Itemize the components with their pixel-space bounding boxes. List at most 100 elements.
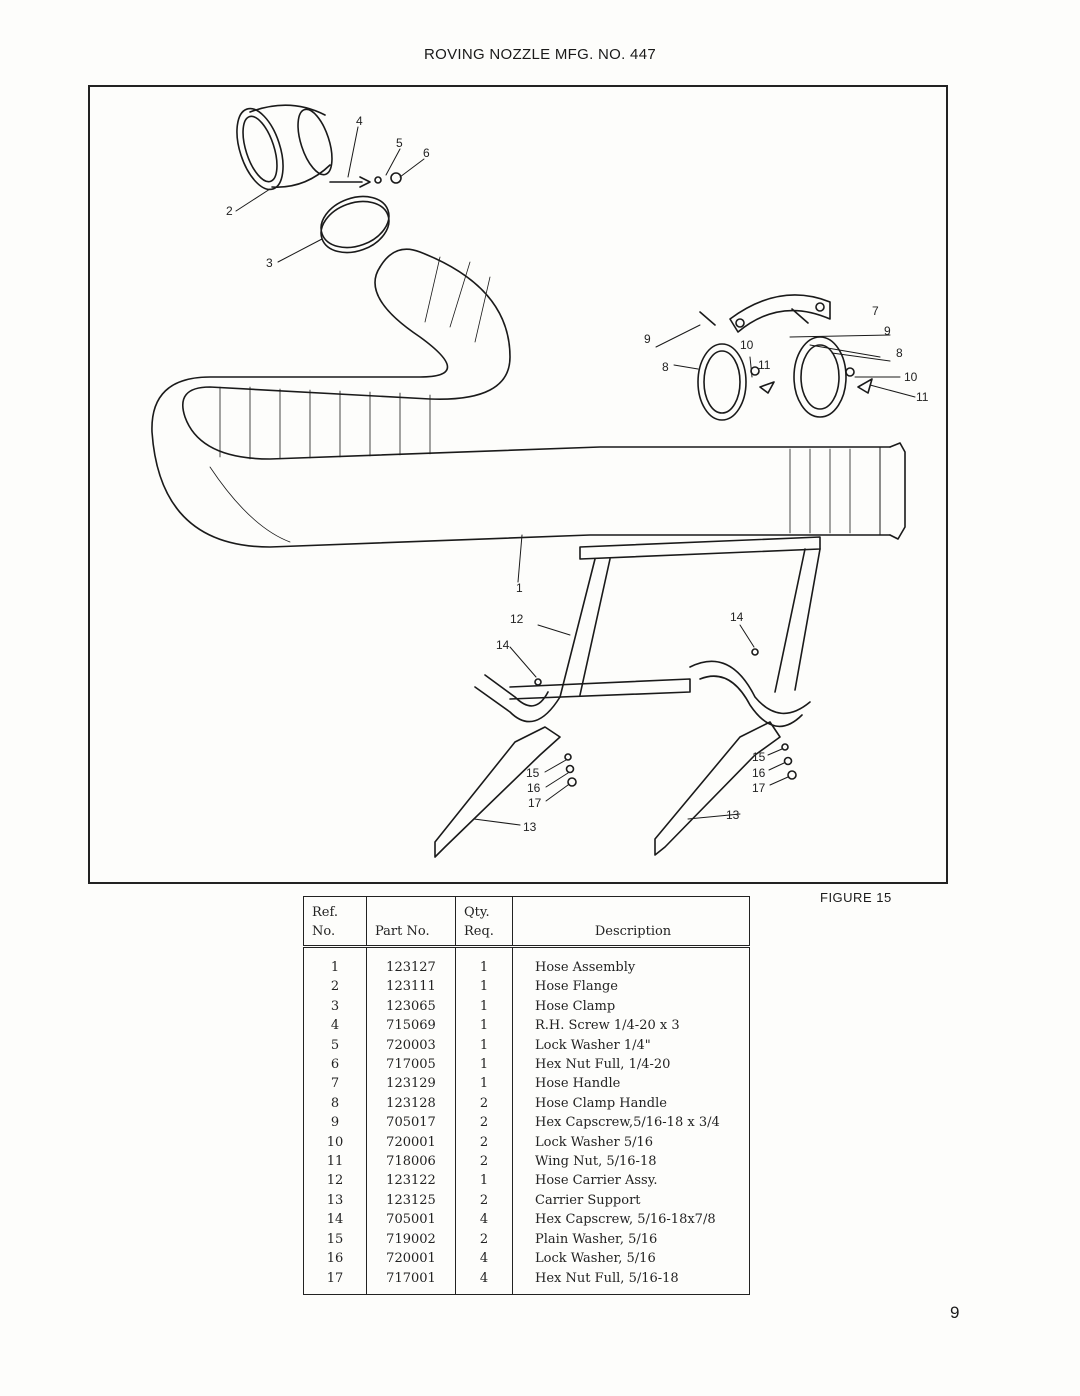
ref-cell: 9 [330, 1115, 340, 1131]
ref-cell: 14 [326, 1212, 344, 1228]
callout-16-left: 16 [527, 781, 541, 795]
qty-cell: 1 [455, 946, 513, 978]
qty-cell: 1 [455, 1035, 513, 1056]
callout-14-left: 14 [496, 638, 510, 652]
hose-clamp-drawing [320, 172, 402, 254]
callout-13-left: 13 [523, 820, 537, 834]
description-cell: Carrier Support [512, 1190, 750, 1211]
description-cell: Hose Carrier Assy. [512, 1171, 750, 1191]
qty-cell: 1 [455, 1074, 513, 1094]
ref-cell: 17 [326, 1270, 344, 1286]
callout-3: 3 [266, 256, 273, 270]
part-number-cell: 123065 [366, 996, 456, 1017]
qty-cell: 1 [455, 1055, 513, 1075]
description-cell: Wing Nut, 5/16-18 [512, 1152, 750, 1172]
callout-7: 7 [872, 304, 879, 318]
qty-cell: 2 [455, 1190, 513, 1211]
ref-cell: 15 [326, 1231, 344, 1247]
leader-lines [235, 126, 916, 826]
figure-caption: FIGURE 15 [820, 890, 892, 905]
description-cell: Hose Clamp [512, 996, 750, 1017]
qty-cell: 1 [455, 996, 513, 1017]
ref-cell: 16 [326, 1251, 344, 1267]
part-number-cell: 717005 [366, 1055, 456, 1075]
part-number-cell: 720001 [366, 1249, 456, 1269]
part-number-cell: 705017 [366, 1113, 456, 1133]
qty-cell: 2 [455, 1152, 513, 1172]
callout-11-right: 11 [916, 390, 929, 404]
qty-cell: 4 [455, 1210, 513, 1230]
header-part-no: Part No. [366, 896, 456, 948]
callout-6: 6 [423, 146, 430, 160]
description-cell: Hex Capscrew, 5/16-18x7/8 [512, 1210, 750, 1230]
page-title: ROVING NOZZLE MFG. NO. 447 [423, 46, 656, 63]
carrier-supports-drawing [434, 721, 797, 858]
part-number-cell: 123129 [366, 1074, 456, 1094]
ref-cell: 1 [330, 960, 340, 975]
hose-carrier-drawing [474, 536, 821, 728]
description-cell: Hose Clamp Handle [512, 1093, 750, 1114]
qty-cell: 4 [455, 1268, 513, 1295]
callout-5: 5 [396, 136, 403, 150]
description-cell: R.H. Screw 1/4-20 x 3 [512, 1016, 750, 1036]
description-cell: Hex Capscrew,5/16-18 x 3/4 [512, 1113, 750, 1133]
callout-2: 2 [226, 204, 233, 218]
part-number-cell: 720003 [366, 1035, 456, 1056]
hose-handle-drawing [699, 294, 831, 333]
callout-10-right: 10 [904, 370, 918, 384]
part-number-cell: 717001 [366, 1268, 456, 1295]
ref-cell: 8 [330, 1095, 340, 1111]
qty-cell: 1 [455, 1171, 513, 1191]
description-cell: Hex Nut Full, 5/16-18 [512, 1268, 750, 1295]
ref-cell: 5 [330, 1037, 340, 1053]
callout-12: 12 [510, 612, 524, 626]
callout-8-left: 8 [662, 360, 669, 374]
callout-8-right: 8 [896, 346, 903, 360]
callout-9-right: 9 [884, 324, 891, 338]
callout-16-right: 16 [752, 766, 766, 780]
callout-17-right: 17 [752, 781, 766, 795]
ref-cell: 13 [326, 1192, 344, 1208]
qty-cell: 2 [455, 1113, 513, 1133]
part-number-cell: 123128 [366, 1093, 456, 1114]
ref-cell: 6 [330, 1057, 340, 1073]
qty-cell: 4 [455, 1249, 513, 1269]
header-description: Description [512, 896, 750, 948]
qty-cell: 2 [455, 1229, 513, 1250]
description-cell: Lock Washer 5/16 [512, 1132, 750, 1153]
hose-flange-drawing [236, 104, 333, 191]
description-cell: Plain Washer, 5/16 [512, 1229, 750, 1250]
qty-cell: 1 [455, 977, 513, 997]
table-header-row: Ref.No. Part No. Qty.Req. Description [303, 896, 750, 948]
description-cell: Hose Assembly [512, 946, 750, 978]
callout-11-left: 11 [758, 358, 771, 372]
qty-cell: 2 [455, 1093, 513, 1114]
callout-4: 4 [356, 114, 363, 128]
header-ref-no: Ref.No. [303, 896, 367, 948]
description-cell: Lock Washer, 5/16 [512, 1249, 750, 1269]
callout-14-right: 14 [730, 610, 744, 624]
callout-15-left: 15 [526, 766, 540, 780]
description-cell: Hex Nut Full, 1/4-20 [512, 1055, 750, 1075]
ref-cell: 2 [330, 979, 340, 995]
part-number-cell: 715069 [366, 1016, 456, 1036]
callout-17-left: 17 [528, 796, 542, 810]
part-number-cell: 718006 [366, 1152, 456, 1172]
parts-diagram: 4 5 6 2 3 1 7 9 9 8 8 10 10 11 11 12 14 … [151, 104, 929, 858]
part-number-cell: 705001 [366, 1210, 456, 1230]
callout-9-left: 9 [644, 332, 651, 346]
